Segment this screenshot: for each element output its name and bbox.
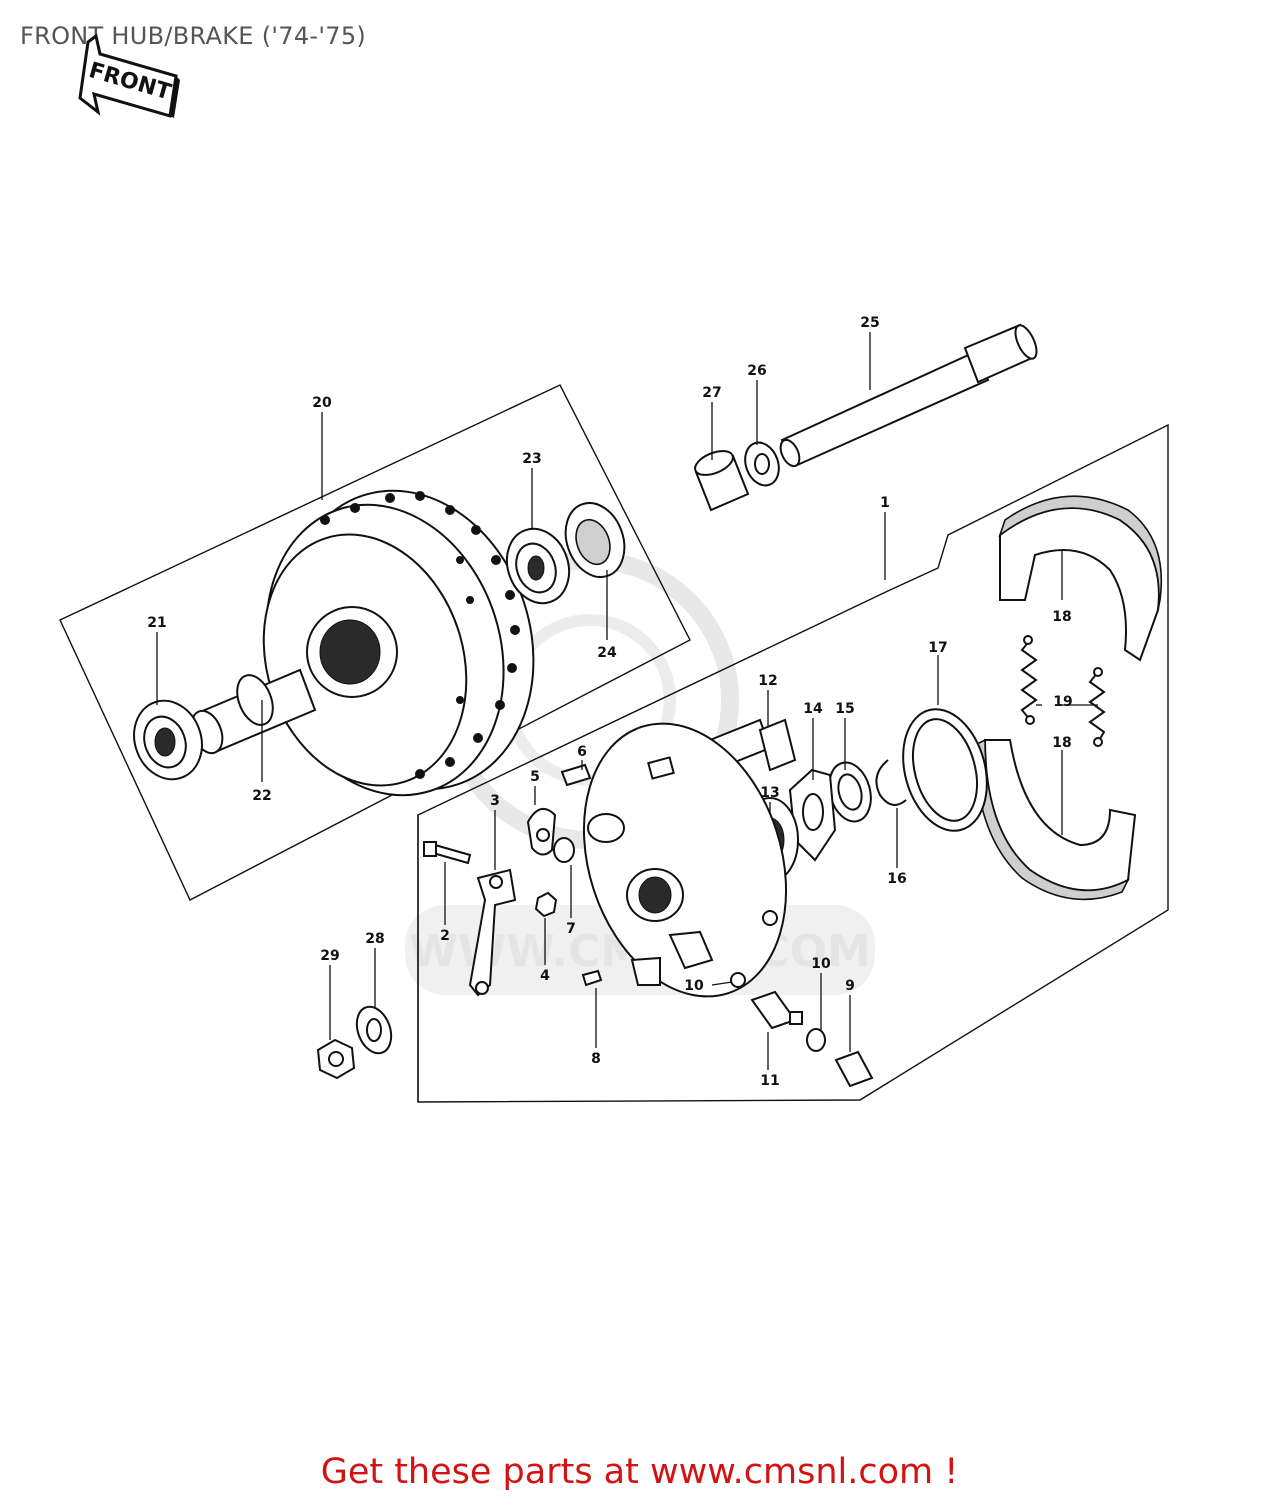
callout-28: 28: [365, 931, 384, 947]
callout-15: 15: [835, 701, 854, 717]
get-parts-link[interactable]: Get these parts at www.cmsnl.com !: [320, 1452, 959, 1492]
callout-23: 23: [522, 451, 541, 467]
callout-21: 21: [147, 615, 166, 631]
brake-seal-ring: [902, 708, 988, 832]
lever-nut: [534, 891, 558, 918]
leader-lines: [156, 332, 1098, 1070]
front-arrow-icon: FRONT: [78, 33, 180, 118]
callout-17: 17: [928, 640, 947, 656]
brake-shoe-lower: [974, 738, 1137, 901]
callout-24: 24: [597, 645, 617, 661]
callout-19: 19: [1053, 694, 1072, 710]
return-spring-left: [1020, 635, 1038, 725]
oil-seal: [564, 502, 626, 578]
hub-spacer: [190, 668, 317, 755]
wheel-hub: [262, 489, 535, 797]
brake-group-outline: [417, 423, 1169, 1103]
callout-8: 8: [591, 1051, 601, 1067]
callout-5: 5: [530, 769, 540, 785]
gear-washer: [828, 761, 872, 823]
cam-lever: [468, 868, 517, 997]
pin-8: [581, 969, 603, 987]
hub-group-outline: [59, 384, 691, 901]
callout-numbers: 1 2 3 4 5 6 7 8 9 10 10 11 12 13 14 15 1…: [147, 315, 1072, 1089]
callout-29: 29: [320, 948, 339, 964]
callout-20: 20: [312, 395, 332, 411]
callout-7: 7: [566, 921, 576, 937]
callout-18-upper: 18: [1052, 609, 1071, 625]
speedo-lock-plate: [788, 768, 837, 862]
callout-25: 25: [860, 315, 879, 331]
axle-washer: [744, 441, 780, 487]
callout-10-right: 10: [811, 956, 831, 972]
axle-nut: [316, 1038, 356, 1080]
callout-1: 1: [880, 495, 890, 511]
axle-nut-washer: [355, 1005, 393, 1055]
brake-shoe-upper: [998, 495, 1163, 662]
circlip: [875, 759, 907, 806]
bearing-left: [133, 699, 203, 781]
callout-9: 9: [845, 978, 855, 994]
wear-indicator: [526, 807, 557, 856]
axle: [779, 323, 1038, 468]
bearing-right: [505, 527, 571, 605]
page-title: FRONT HUB/BRAKE ('74-'75): [20, 22, 367, 50]
callout-14: 14: [803, 701, 823, 717]
o-ring: [553, 837, 575, 863]
return-spring-right: [1088, 667, 1106, 747]
callout-18-lower: 18: [1052, 735, 1071, 751]
cable-adjuster: [750, 990, 803, 1030]
callout-6: 6: [577, 744, 587, 760]
callout-3: 3: [490, 793, 500, 809]
callout-10-left: 10: [684, 978, 704, 994]
callout-27: 27: [702, 385, 721, 401]
lever-bolt: [423, 841, 472, 865]
axle-collar: [694, 450, 750, 512]
washer-10: [806, 1028, 826, 1052]
nipple-9: [834, 1050, 874, 1088]
callout-13: 13: [760, 785, 779, 801]
callout-12: 12: [758, 673, 777, 689]
callout-16: 16: [887, 871, 906, 887]
callout-26: 26: [747, 363, 766, 379]
callout-2: 2: [440, 928, 450, 944]
callout-22: 22: [252, 788, 271, 804]
key-6: [560, 763, 592, 787]
callout-4: 4: [540, 968, 550, 984]
callout-11: 11: [760, 1073, 779, 1089]
brake-panel: [582, 722, 788, 998]
